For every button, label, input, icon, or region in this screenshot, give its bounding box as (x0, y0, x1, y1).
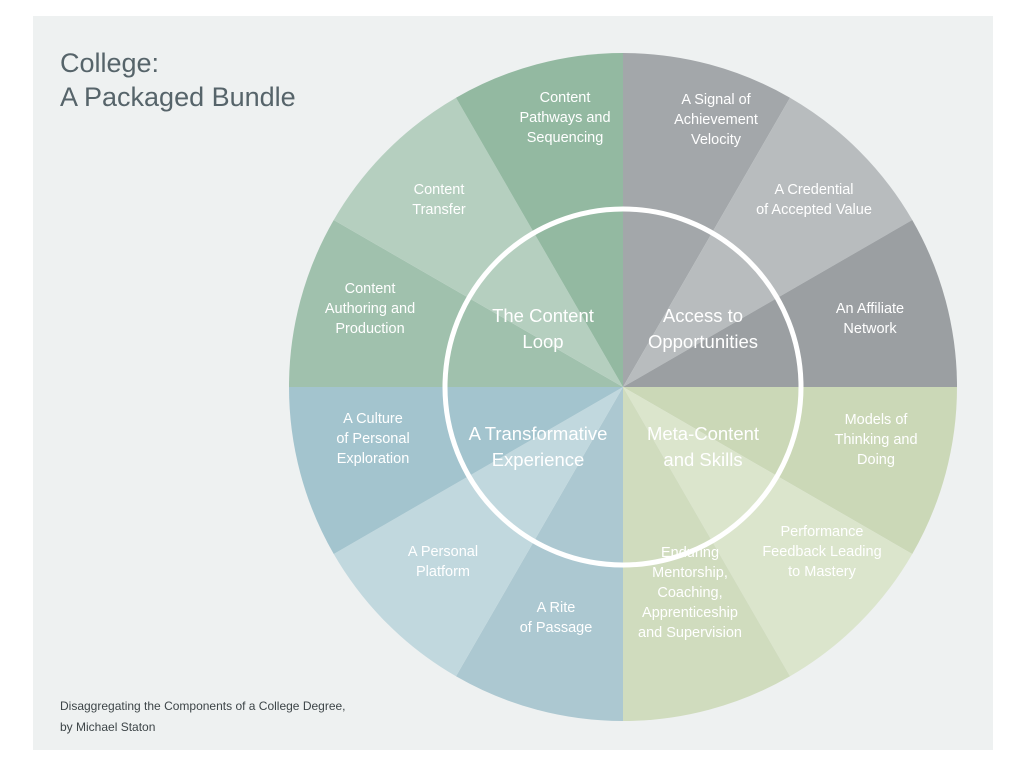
segment-credential (623, 97, 913, 387)
quadrant-meta-content-and-skills-line: and Skills (663, 449, 742, 470)
label-content-pathways-line: Pathways and (519, 110, 610, 126)
label-rite-of-passage-line: A Rite (537, 600, 576, 616)
label-affiliate-network-line: Network (843, 321, 897, 337)
label-achievement-velocity-line: A Signal of (681, 92, 751, 108)
quadrant-transformative-experience-line: A Transformative (469, 423, 608, 444)
segment-affiliate-network (623, 220, 957, 387)
label-mentorship-line: and Supervision (638, 625, 742, 641)
label-performance-feedback-line: Feedback Leading (762, 544, 881, 560)
segment-rite-of-passage (456, 387, 623, 721)
label-models-of-thinking-line: Thinking and (834, 432, 917, 448)
segment-personal-platform (333, 387, 623, 677)
label-content-pathways-line: Sequencing (527, 130, 604, 146)
quadrant-meta-content-and-skills-line: Meta-Content (647, 423, 759, 444)
label-personal-platform-line: A Personal (408, 544, 478, 560)
label-content-authoring-line: Production (335, 321, 404, 337)
label-credential-line: A Credential (775, 182, 854, 198)
source-caption: Disaggregating the Components of a Colle… (60, 699, 349, 734)
quadrant-content-loop-line: Loop (522, 331, 563, 352)
label-models-of-thinking-line: Doing (857, 452, 895, 468)
quadrant-access-to-opportunities-line: Opportunities (648, 331, 758, 352)
segment-achievement-velocity (623, 53, 790, 387)
label-affiliate-network-line: An Affiliate (836, 301, 904, 317)
label-achievement-velocity-line: Achievement (674, 112, 758, 128)
segment-content-transfer (333, 97, 623, 387)
label-credential-line: of Accepted Value (756, 202, 872, 218)
inner-ring (442, 206, 804, 568)
label-credential: A Credential of Accepted Value (756, 182, 872, 218)
label-culture-of-exploration-line: Exploration (337, 451, 410, 467)
quadrant-transformative-experience-line: Experience (492, 449, 585, 470)
label-culture-of-exploration-line: of Personal (336, 431, 409, 447)
label-content-authoring-line: Content (345, 281, 396, 297)
label-mentorship-line: Coaching, (657, 585, 722, 601)
diagram-title: College: A Packaged Bundle (60, 48, 296, 112)
label-mentorship-line: Enduring (661, 545, 719, 561)
label-mentorship-line: Apprenticeship (642, 605, 738, 621)
segment-mentorship (623, 387, 790, 721)
label-rite-of-passage: A Rite of Passage (520, 600, 593, 636)
wheel-segments (289, 52, 957, 721)
quadrant-content-loop-line: The Content (492, 305, 594, 326)
label-content-authoring-line: Authoring and (325, 301, 415, 317)
segment-models-of-thinking (623, 387, 957, 554)
segment-content-authoring (289, 220, 623, 387)
segment-content-pathways (456, 52, 623, 387)
label-achievement-velocity-line: Velocity (691, 132, 742, 148)
label-content-transfer-line: Content (414, 182, 465, 198)
label-models-of-thinking-line: Models of (845, 412, 909, 428)
label-personal-platform-line: Platform (416, 564, 470, 580)
label-mentorship-line: Mentorship, (652, 565, 728, 581)
label-performance-feedback-line: Performance (780, 524, 863, 540)
label-content-pathways-line: Content (540, 90, 591, 106)
quadrant-access-to-opportunities: Access to Opportunities (648, 305, 758, 352)
quadrant-access-to-opportunities-line: Access to (663, 305, 743, 326)
quadrant-meta-content-and-skills: Meta-Content and Skills (647, 423, 759, 470)
label-content-transfer-line: Transfer (412, 202, 466, 218)
label-culture-of-exploration-line: A Culture (343, 411, 403, 427)
label-performance-feedback-line: to Mastery (788, 564, 856, 580)
segment-culture-of-exploration (289, 387, 623, 554)
label-rite-of-passage-line: of Passage (520, 620, 593, 636)
segment-performance-feedback (623, 387, 913, 677)
